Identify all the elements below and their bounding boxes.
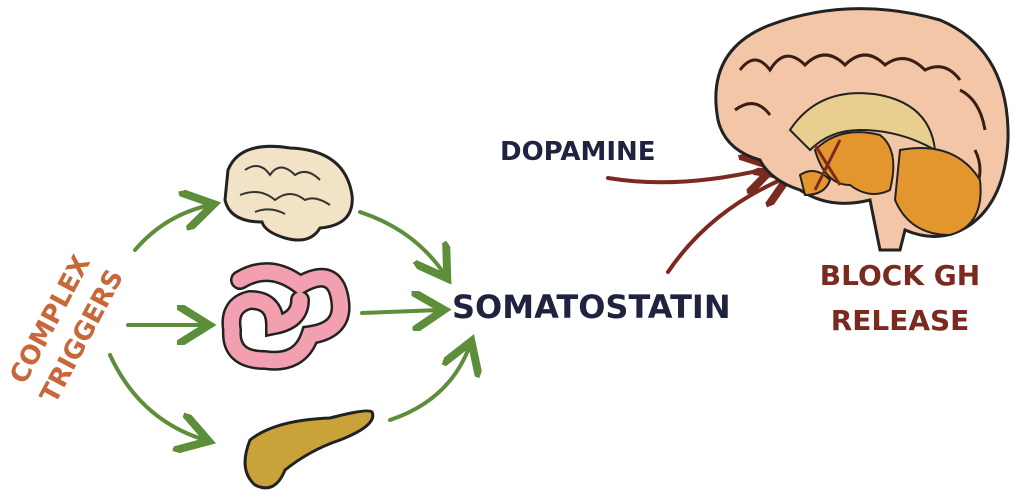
arrow-brain-to-somatostatin: [358, 210, 445, 275]
inhibition-arrows: [606, 168, 785, 274]
arrow-to-brain: [133, 205, 210, 252]
result-line1: BLOCK GH: [820, 259, 980, 292]
arrow-pancreas-to-somatostatin: [388, 345, 470, 422]
somatostatin-arrow: [666, 178, 785, 274]
brain-sagittal-icon: [714, 7, 1010, 252]
trigger-arrows: [108, 205, 470, 440]
arrow-intestine-to-somatostatin: [360, 310, 440, 313]
result-line2: RELEASE: [831, 304, 970, 337]
arrow-to-pancreas: [108, 353, 205, 440]
somatostatin-label: SOMATOSTATIN: [452, 288, 731, 326]
intestine-icon: [221, 262, 351, 371]
brain-icon: [223, 144, 354, 242]
pancreas-icon: [243, 409, 375, 490]
complex-triggers-label: COMPLEX TRIGGERS: [4, 251, 130, 409]
dopamine-label: DOPAMINE: [500, 137, 656, 167]
dopamine-arrow: [606, 168, 770, 182]
